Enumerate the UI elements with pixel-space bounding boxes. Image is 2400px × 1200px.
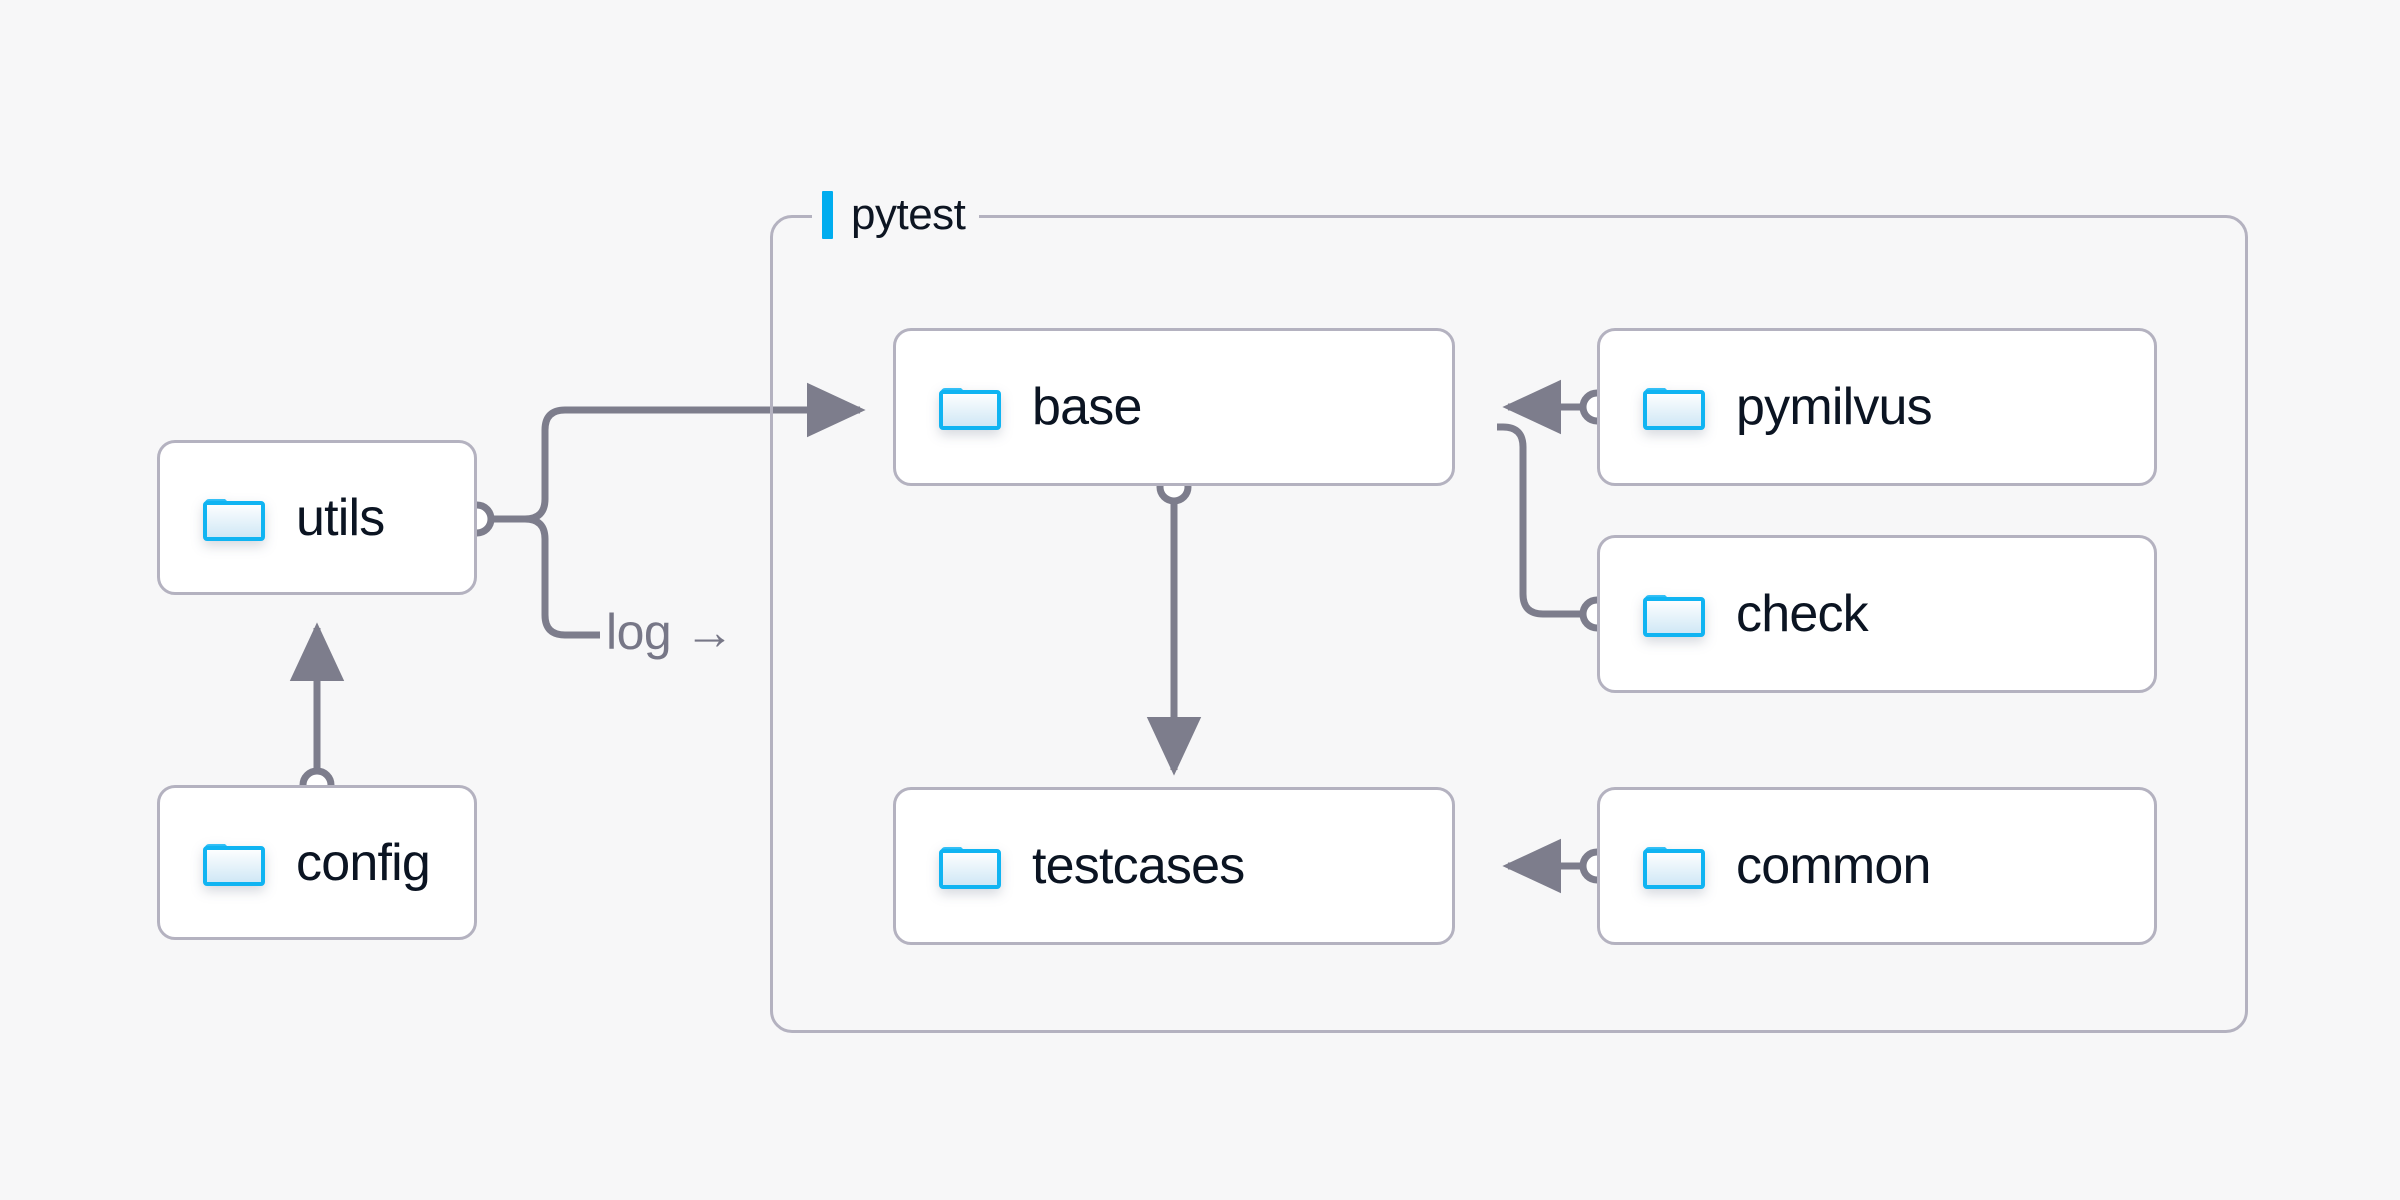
- folder-icon: [203, 498, 265, 541]
- node-label: testcases: [1032, 837, 1245, 895]
- edge-label-log: log →: [600, 605, 741, 659]
- folder-icon: [939, 388, 1001, 430]
- node-check[interactable]: check: [1597, 535, 2157, 693]
- node-config[interactable]: config: [157, 785, 477, 940]
- node-common[interactable]: common: [1597, 787, 2157, 945]
- group-label-pytest: pytest: [812, 188, 980, 242]
- node-testcases[interactable]: testcases: [893, 787, 1455, 945]
- folder-icon: [203, 843, 265, 886]
- node-base[interactable]: base: [893, 328, 1455, 486]
- folder-icon: [1643, 847, 1705, 889]
- node-label: config: [296, 833, 431, 892]
- node-label: base: [1032, 378, 1142, 436]
- node-pymilvus[interactable]: pymilvus: [1597, 328, 2157, 486]
- group-container-pytest[interactable]: [770, 215, 2248, 1033]
- folder-icon: [1643, 388, 1705, 430]
- node-utils[interactable]: utils: [157, 440, 477, 595]
- node-label: common: [1736, 837, 1931, 895]
- node-label: pymilvus: [1736, 378, 1933, 436]
- group-title-text: pytest: [851, 190, 966, 239]
- node-label: check: [1736, 585, 1869, 643]
- folder-icon: [939, 847, 1001, 889]
- node-label: utils: [296, 488, 385, 547]
- folder-icon: [1643, 595, 1705, 637]
- group-accent-bar: [822, 191, 833, 239]
